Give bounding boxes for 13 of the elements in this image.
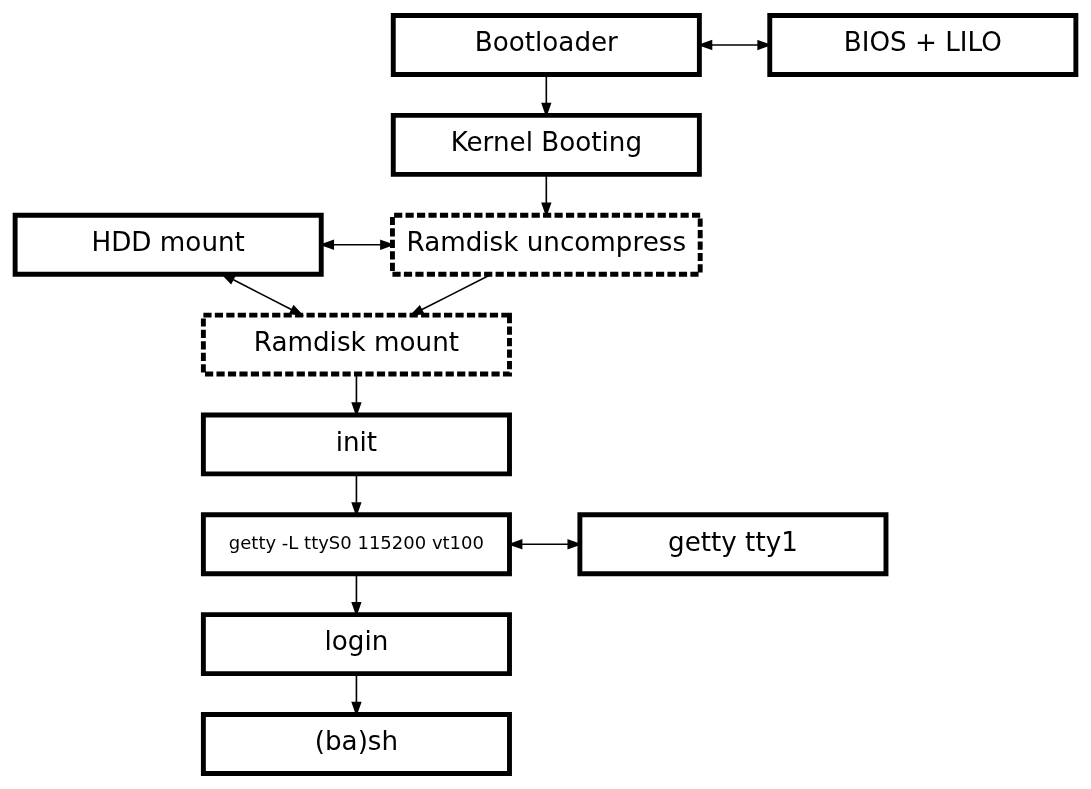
node-box: BIOS + LILO xyxy=(767,13,1079,77)
node-box: init xyxy=(200,412,512,477)
arrow xyxy=(220,273,305,317)
node-box: login xyxy=(200,612,512,677)
node-box: (ba)sh xyxy=(200,712,512,776)
arrow xyxy=(409,273,493,317)
node-box: HDD mount xyxy=(12,212,324,277)
node-box: Kernel Booting xyxy=(390,112,702,177)
node-box: Ramdisk uncompress xyxy=(390,212,703,277)
node-box: Ramdisk mount xyxy=(200,312,512,377)
node-box: Bootloader xyxy=(390,13,702,77)
node-box: getty tty1 xyxy=(577,512,889,577)
node-box: getty -L ttyS0 115200 vt100 xyxy=(200,512,512,577)
